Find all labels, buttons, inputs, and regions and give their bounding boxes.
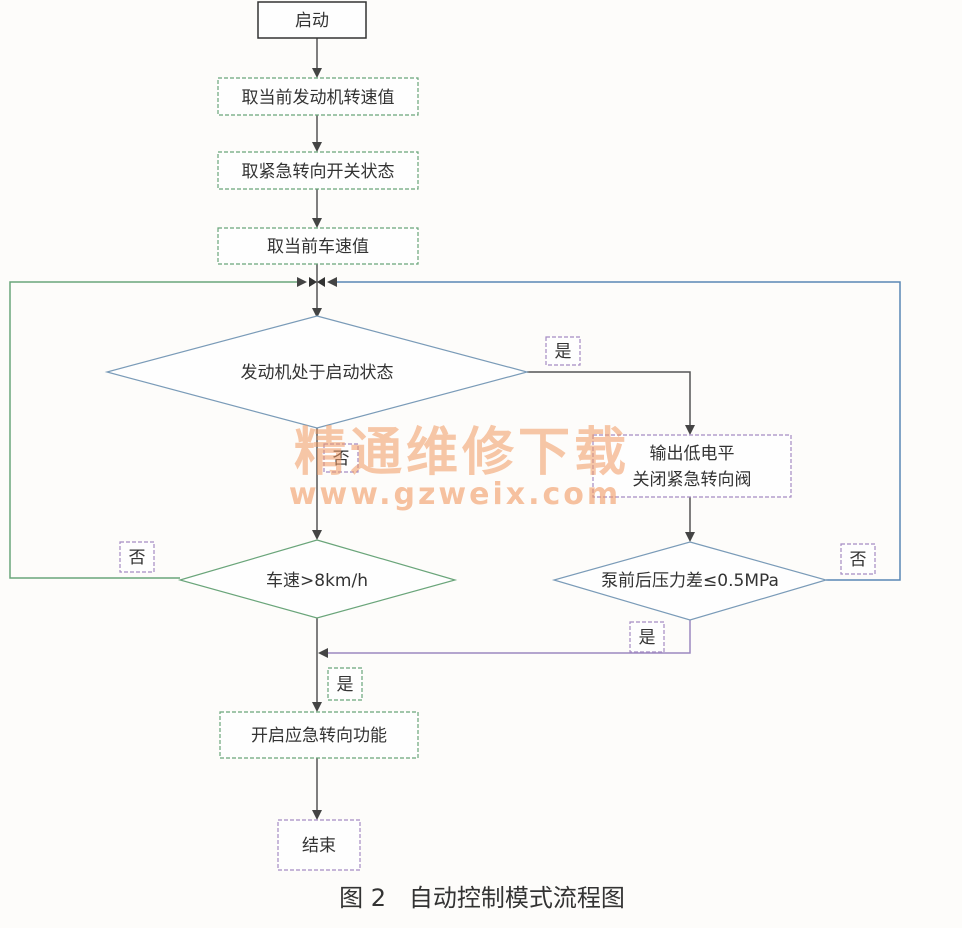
edge-pressure-no-loop: [327, 277, 901, 581]
node-speed-check: 车速>8km/h: [177, 539, 458, 619]
edge-label-engine-no-text: 否: [333, 449, 350, 469]
edge-pressure-yes: [318, 620, 691, 658]
node-enable-function: 开启应急转向功能: [219, 711, 419, 759]
node-enable-function-label: 开启应急转向功能: [251, 726, 387, 746]
edge-engine-yes: [527, 371, 695, 435]
watermark: 精通维修下载 www.gzweix.com: [289, 422, 630, 512]
edge-label-speed-no-text: 否: [129, 548, 146, 568]
node-output-low-line1: 输出低电平: [650, 444, 735, 464]
node-output-low: 输出低电平 关闭紧急转向阀: [592, 434, 792, 498]
node-engine-starting: 发动机处于启动状态: [104, 315, 530, 429]
edge-label-engine-no: 否: [323, 443, 359, 473]
node-get-switch-state-label: 取紧急转向开关状态: [242, 162, 395, 182]
edge-label-speed-yes-text: 是: [337, 675, 354, 695]
figure-caption: 图 2 自动控制模式流程图: [339, 884, 625, 912]
node-start-label: 启动: [295, 11, 329, 31]
merge-point: [309, 277, 325, 287]
edge-label-pressure-no: 否: [840, 543, 876, 575]
node-pressure-check: 泵前后压力差≤0.5MPa: [551, 541, 829, 621]
connectors: [9, 38, 901, 820]
node-end-label: 结束: [302, 836, 336, 856]
node-get-switch-state: 取紧急转向开关状态: [217, 151, 419, 190]
edge-label-pressure-no-text: 否: [850, 550, 867, 570]
edge-label-engine-yes: 是: [545, 336, 581, 366]
node-get-engine-speed: 取当前发动机转速值: [217, 77, 419, 116]
edge-label-engine-yes-text: 是: [555, 342, 572, 362]
node-speed-check-label: 车速>8km/h: [266, 571, 368, 591]
node-end: 结束: [277, 819, 361, 871]
edge-speed-no-loop: [9, 277, 307, 579]
edge-label-pressure-yes-text: 是: [639, 628, 656, 648]
node-get-vehicle-speed: 取当前车速值: [217, 227, 419, 265]
watermark-text: 精通维修下载: [294, 422, 630, 483]
watermark-url: www.gzweix.com: [289, 477, 621, 512]
node-pressure-check-label: 泵前后压力差≤0.5MPa: [601, 571, 779, 591]
node-output-low-line2: 关闭紧急转向阀: [633, 470, 752, 490]
node-start: 启动: [257, 1, 367, 39]
node-get-engine-speed-label: 取当前发动机转速值: [242, 88, 395, 108]
edge-label-speed-no: 否: [119, 541, 155, 573]
edge-label-pressure-yes: 是: [629, 621, 665, 653]
edge-label-speed-yes: 是: [327, 667, 363, 701]
node-get-vehicle-speed-label: 取当前车速值: [267, 237, 369, 257]
node-engine-starting-label: 发动机处于启动状态: [241, 363, 394, 383]
